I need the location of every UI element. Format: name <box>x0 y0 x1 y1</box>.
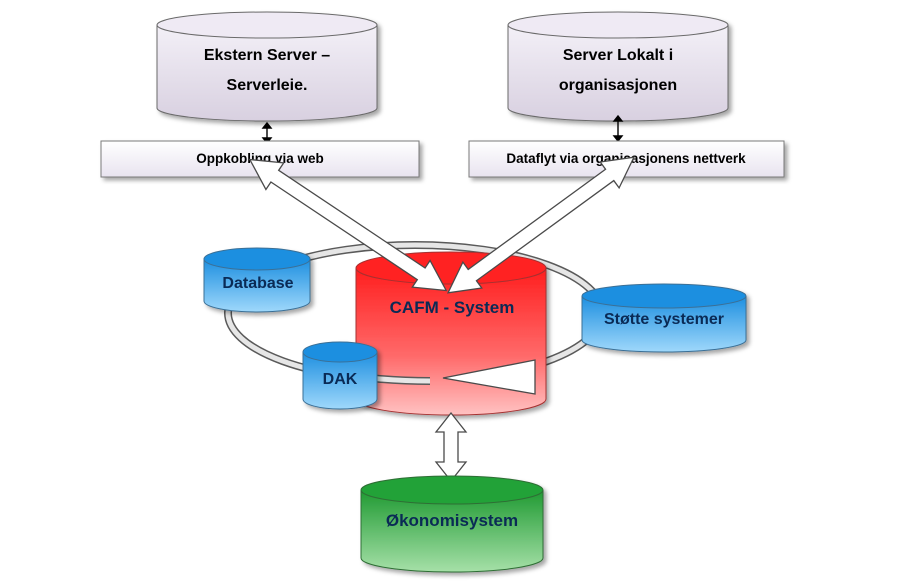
cafm-to-economy-arrow <box>434 411 468 483</box>
web-connection-label: Oppkobling via web <box>196 151 324 166</box>
cafm-system-label: CAFM - System <box>390 298 515 317</box>
dak-cylinder <box>302 341 378 410</box>
local-server-line2: organisasjonen <box>559 77 677 94</box>
external-server-cylinder <box>156 11 378 122</box>
support-systems-cylinder <box>581 283 747 353</box>
local-server-cylinder <box>507 11 729 122</box>
web-to-cafm-arrow <box>248 158 448 292</box>
support-systems-label: Støtte systemer <box>604 311 724 328</box>
small-double-arrow-left <box>261 121 273 145</box>
web-connection-box <box>100 140 420 178</box>
economy-system-cylinder <box>360 475 544 573</box>
external-server-line2: Serverleie. <box>227 77 308 94</box>
database-label: Database <box>222 275 293 292</box>
small-double-arrow-right <box>612 114 624 143</box>
database-cylinder <box>203 247 311 313</box>
network-to-cafm-arrow <box>446 156 636 294</box>
dak-label: DAK <box>323 371 358 388</box>
external-server-line1: Ekstern Server – <box>204 47 330 64</box>
economy-system-label: Økonomisystem <box>386 511 518 530</box>
local-server-line1: Server Lokalt i <box>563 47 673 64</box>
ring-arrow-head <box>442 359 536 395</box>
